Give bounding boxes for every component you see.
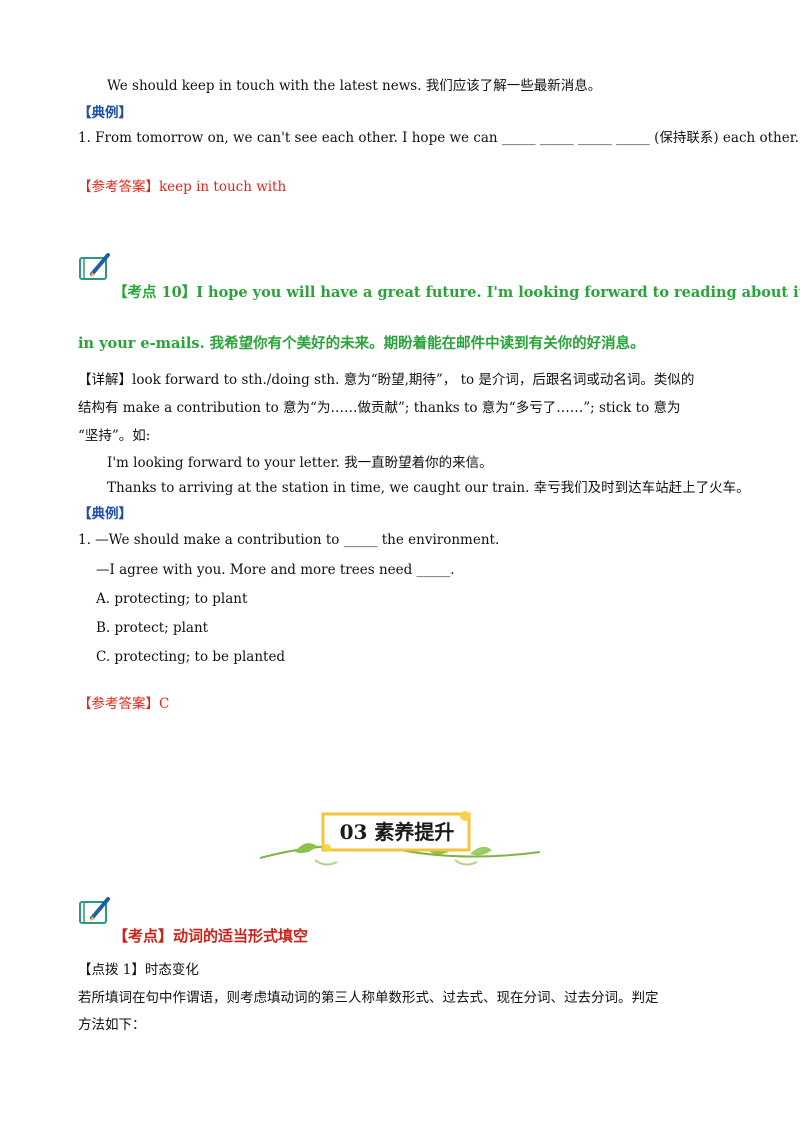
notebook-pencil-icon xyxy=(79,897,110,924)
option-a: A. protecting; to plant xyxy=(96,591,248,607)
option-b: B. protect; plant xyxy=(96,620,209,636)
detail-line1: 【详解】look forward to sth./doing sth. 意为“盼… xyxy=(78,372,695,388)
intro-example: We should keep in touch with the latest … xyxy=(107,78,602,94)
point10-title-line1: 【考点 10】I hope you will have a great futu… xyxy=(113,284,800,301)
example-label-2: 【典例】 xyxy=(78,506,132,522)
banner-number: 03 xyxy=(339,820,368,844)
body-line2: 方法如下： xyxy=(78,1017,146,1033)
example-sentence-1: I'm looking forward to your letter. 我一直盼… xyxy=(107,455,493,471)
notebook-pencil-icon xyxy=(79,253,110,280)
answer-1: 【参考答案】keep in touch with xyxy=(78,179,287,195)
answer-2: 【参考答案】C xyxy=(78,696,170,712)
option-c: C. protecting; to be planted xyxy=(96,649,286,665)
banner-title: 素养提升 xyxy=(374,820,455,844)
example-sentence-2: Thanks to arriving at the station in tim… xyxy=(107,480,750,496)
example-label: 【典例】 xyxy=(78,105,132,121)
detail-line3: “坚持”。如: xyxy=(78,428,151,444)
question-2-line1: 1. —We should make a contribution to ___… xyxy=(78,532,500,548)
tip-label: 【点拨 1】时态变化 xyxy=(78,962,199,978)
detail-line2: 结构有 make a contribution to 意为“为……做贡献”; t… xyxy=(78,400,681,416)
section-banner: 03 素养提升 xyxy=(255,808,545,870)
leaf-decoration-icon xyxy=(259,811,541,866)
body-line1: 若所填词在句中作谓语，则考虑填动词的第三人称单数形式、过去式、现在分词、过去分词… xyxy=(78,990,659,1006)
question-1: 1. From tomorrow on, we can't see each o… xyxy=(78,130,799,146)
question-2-line2: —I agree with you. More and more trees n… xyxy=(96,562,455,578)
final-point-title: 【考点】动词的适当形式填空 xyxy=(113,927,309,945)
point10-title-line2: in your e-mails. 我希望你有个美好的未来。期盼着能在邮件中读到有… xyxy=(78,335,645,352)
